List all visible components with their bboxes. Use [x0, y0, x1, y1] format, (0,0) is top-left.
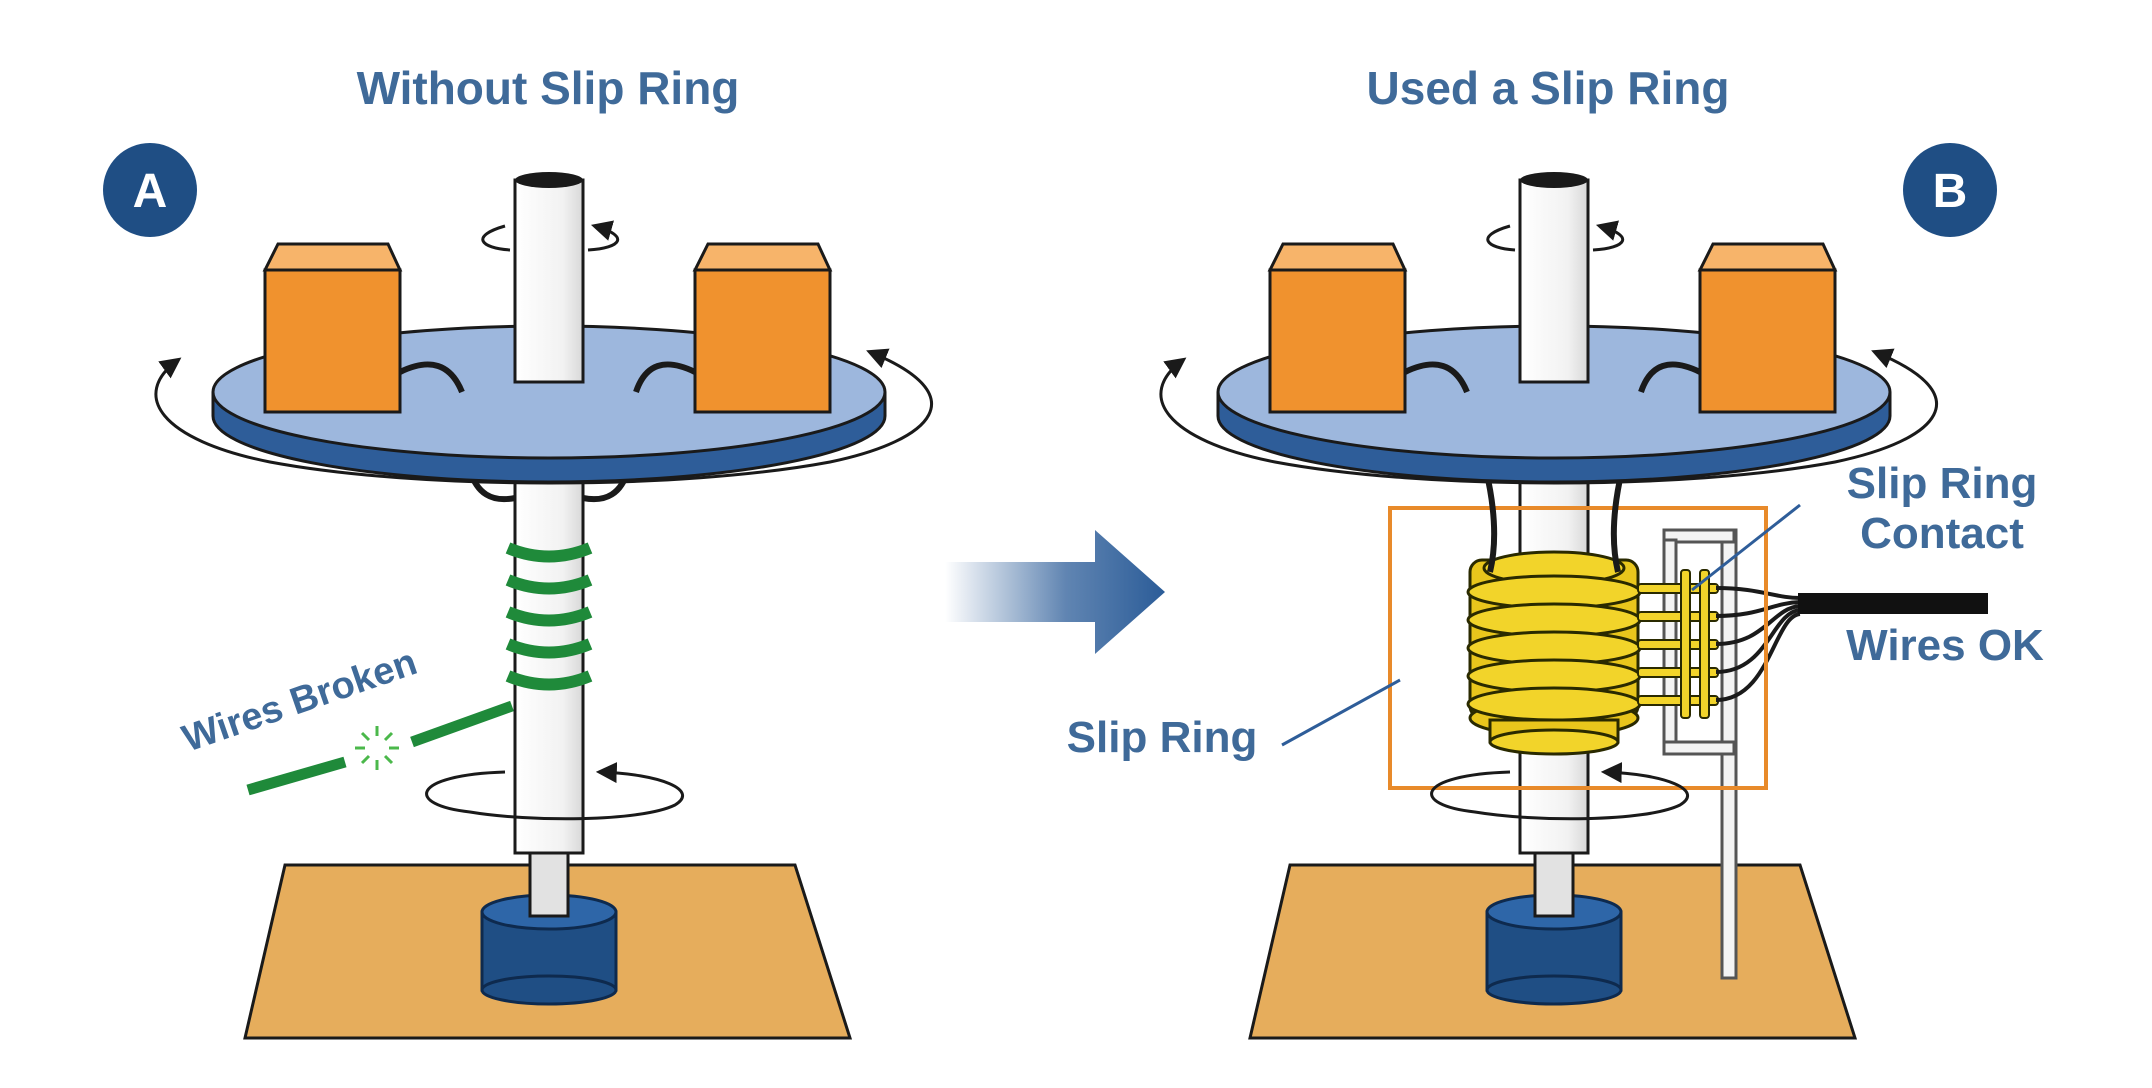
panel-with-slip-ring: Used a Slip Ring B — [1067, 62, 2044, 1040]
cargo-box-left — [262, 242, 403, 414]
badge-label: A — [133, 165, 168, 218]
badge-b: B — [1903, 143, 1997, 237]
slip-ring-label: Slip Ring — [1067, 713, 1258, 762]
badge-a: A — [103, 143, 197, 237]
top-shaft — [481, 172, 619, 384]
top-shaft — [1486, 172, 1624, 384]
platter-rotation-arrow — [1159, 348, 1939, 485]
slip-ring-callout-line — [1281, 678, 1401, 747]
wires-ok-label: Wires OK — [1846, 621, 2044, 670]
shaft-rotation-arrow — [481, 226, 619, 252]
slip-ring-stack — [1466, 550, 1642, 756]
cargo-box-left — [1267, 242, 1408, 414]
cargo-box-right — [692, 242, 833, 414]
transition-arrow — [945, 530, 1165, 654]
shaft-rotation-arrow — [1486, 226, 1624, 252]
panel-title: Used a Slip Ring — [1367, 62, 1730, 114]
slip-ring-contact-label-line2: Contact — [1860, 509, 2024, 558]
box-wire-arcs — [398, 361, 697, 394]
wire-bundle-cable — [1798, 593, 1988, 614]
motor — [1485, 846, 1623, 1006]
panel-without-slip-ring: Without Slip Ring A — [103, 62, 934, 1040]
lower-rotation-arrow — [1430, 762, 1689, 821]
slip-ring-highlight-frame — [1388, 506, 1768, 790]
wires-broken-label: Wires Broken — [177, 641, 422, 760]
slip-ring-contacts — [1637, 569, 1719, 719]
twisted-wires — [505, 542, 593, 691]
lower-rotation-arrow — [425, 762, 684, 821]
broken-wire — [246, 700, 514, 796]
box-wire-arcs — [1403, 361, 1702, 394]
motor — [480, 846, 618, 1006]
cargo-box-right — [1697, 242, 1838, 414]
platter-rotation-arrow — [154, 348, 934, 485]
slip-ring-contact-label-line1: Slip Ring — [1847, 459, 2038, 508]
break-spark-icon — [355, 726, 399, 770]
panel-title: Without Slip Ring — [357, 62, 740, 114]
contact-callout-line — [1691, 503, 1801, 592]
badge-label: B — [1933, 165, 1968, 218]
